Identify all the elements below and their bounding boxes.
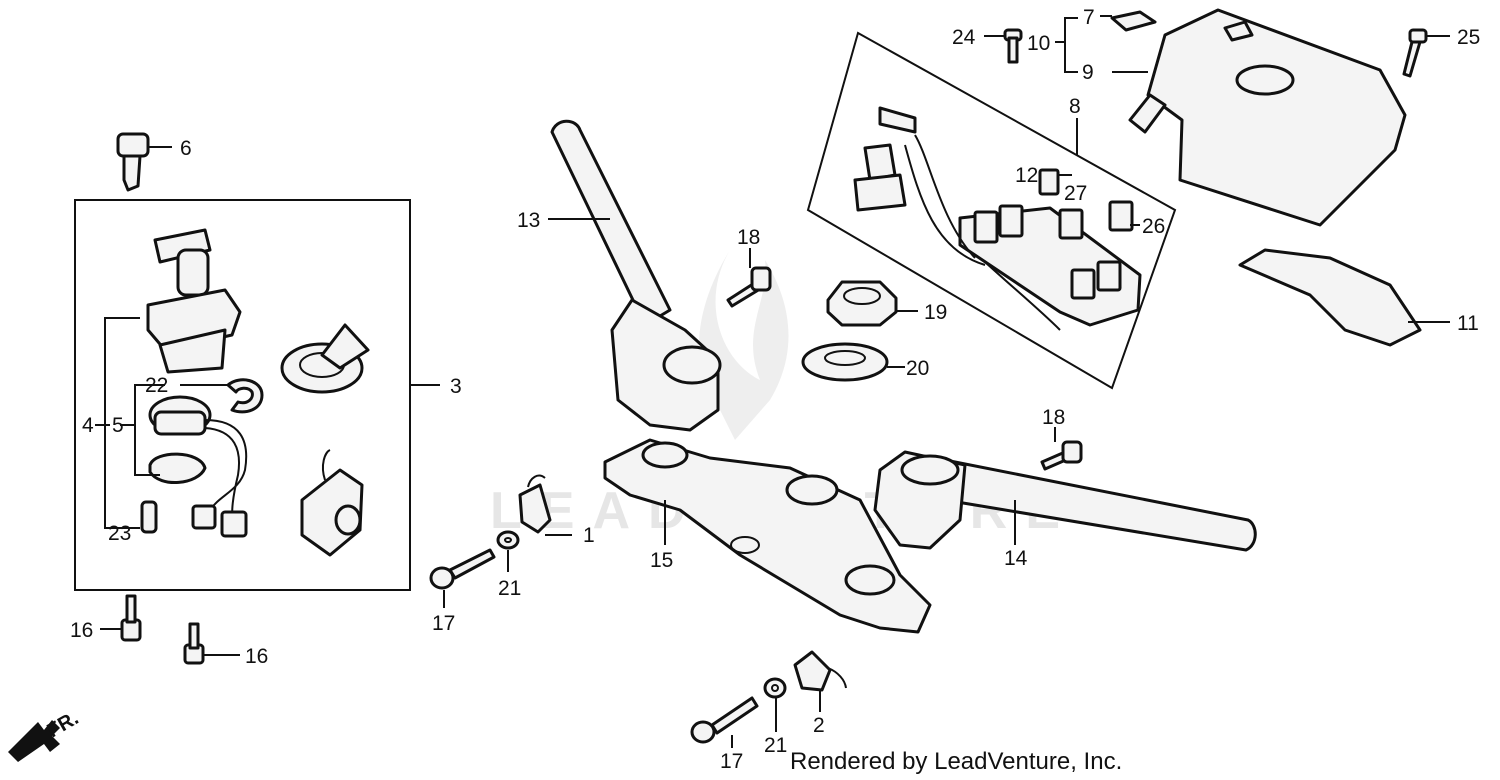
front-direction-arrow: FR. <box>8 707 82 762</box>
part-labels: 6 3 4 5 22 23 16 16 1 21 17 2 21 17 13 1… <box>70 6 1480 773</box>
snap-ring <box>226 378 264 414</box>
label-17b: 17 <box>720 750 743 773</box>
washer-21a <box>496 530 520 550</box>
fuse-27 <box>1058 208 1084 240</box>
clip-2 <box>793 650 847 692</box>
fuse-26 <box>1108 200 1134 232</box>
label-14: 14 <box>1004 547 1028 570</box>
label-plate <box>1110 10 1157 32</box>
fuse-box-cover <box>1128 8 1407 227</box>
label-3: 3 <box>450 375 462 398</box>
bolt-16b <box>183 622 205 665</box>
credit-text: Rendered by LeadVenture, Inc. <box>790 748 1123 775</box>
label-17a: 17 <box>432 612 455 635</box>
handlebar-left <box>550 119 722 432</box>
handlebar-right <box>873 450 1257 552</box>
bolt-18a <box>726 266 772 308</box>
fuse-group-box <box>806 31 1177 390</box>
label-5: 5 <box>112 414 124 437</box>
ignition-switch <box>146 228 242 374</box>
label-16b: 16 <box>245 645 268 668</box>
label-18a: 18 <box>737 226 760 249</box>
bolt-16a <box>120 594 142 642</box>
label-23: 23 <box>108 522 131 545</box>
label-27: 27 <box>1064 182 1087 205</box>
label-26: 26 <box>1142 215 1165 238</box>
bolt-17a <box>429 548 496 590</box>
bulb-socket <box>140 500 158 534</box>
label-21a: 21 <box>498 577 521 600</box>
label-25: 25 <box>1457 26 1480 49</box>
label-20: 20 <box>906 357 929 380</box>
label-6: 6 <box>180 137 192 160</box>
label-7: 7 <box>1083 6 1095 29</box>
leader-lines <box>95 15 1450 748</box>
label-21b: 21 <box>764 734 787 757</box>
label-15: 15 <box>650 549 673 572</box>
fuse-12 <box>1038 168 1060 196</box>
label-10: 10 <box>1027 32 1050 55</box>
clip-1 <box>518 474 552 534</box>
gasket <box>1238 248 1422 347</box>
switch-cover <box>280 323 370 394</box>
ignition-group-box <box>74 199 411 591</box>
fuse-box <box>853 106 1142 331</box>
label-12: 12 <box>1015 164 1038 187</box>
top-bridge <box>603 438 932 634</box>
label-4: 4 <box>82 414 94 437</box>
label-22: 22 <box>145 374 168 397</box>
label-9: 9 <box>1082 61 1094 84</box>
label-13: 13 <box>517 209 540 232</box>
switch-sensor <box>300 449 364 557</box>
key-icon <box>116 132 150 192</box>
contact-cover <box>148 452 207 485</box>
washer-21b <box>763 677 787 699</box>
stem-washer <box>801 342 889 382</box>
label-1: 1 <box>583 524 595 547</box>
stem-nut <box>826 280 898 327</box>
label-8: 8 <box>1069 95 1081 118</box>
label-24: 24 <box>952 26 976 49</box>
screw-24 <box>1003 28 1023 64</box>
bolt-17b <box>690 696 759 744</box>
screw-25 <box>1402 28 1428 78</box>
label-19: 19 <box>924 301 947 324</box>
contact-base <box>148 395 248 538</box>
bolt-18b <box>1040 440 1083 471</box>
label-2: 2 <box>813 714 825 737</box>
label-16a: 16 <box>70 619 93 642</box>
label-11: 11 <box>1457 312 1479 335</box>
label-18b: 18 <box>1042 406 1065 429</box>
